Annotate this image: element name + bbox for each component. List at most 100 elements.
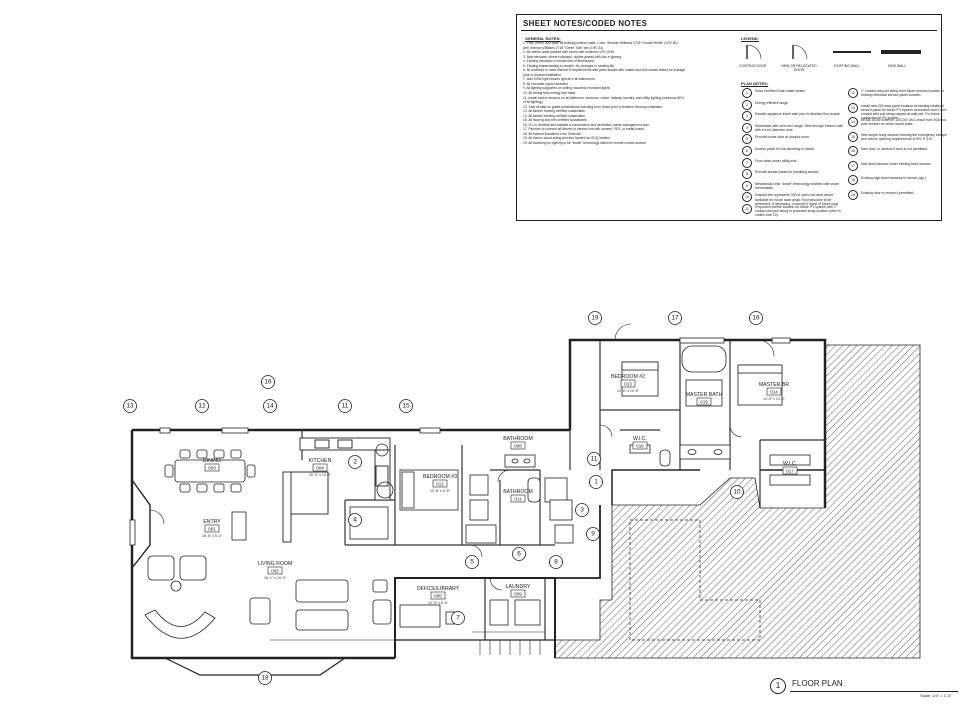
callout-4: 4: [348, 513, 362, 527]
solar-array-outline: [629, 519, 761, 641]
plan-note-number: 19: [848, 189, 858, 200]
legend-new-wall: NEW WALL: [888, 64, 906, 68]
general-note: 4. Existing windows to remain free of fi…: [523, 59, 595, 64]
general-notes-list: 1. Prep, prime, and paint all existing e…: [523, 41, 733, 146]
room-tag-box: [432, 479, 448, 488]
callout-number: 19: [591, 315, 599, 322]
north-wing-fixtures: [621, 345, 811, 486]
room-name: BATHROOM: [503, 436, 533, 442]
callout-7: 7: [451, 611, 465, 625]
plan-note-text: Provide louver door at laundry room.: [755, 135, 810, 140]
general-note: 19. All switching for lighting to be "sm…: [523, 141, 647, 146]
room-name: LIVING ROOM: [258, 561, 293, 567]
general-note: 18. All exterior insulation to be Greeni…: [523, 131, 582, 136]
plan-note-text: Access panel for tub plumbing in closet.: [755, 147, 815, 151]
sheet-notes-panel: SHEET NOTES/CODED NOTES GENERAL NOTES: 1…: [516, 14, 947, 221]
callout-16: 16: [261, 375, 275, 389]
title-rule: [521, 30, 937, 31]
room-tag-box: [766, 387, 782, 396]
plan-note-text: Proposed reverse location for future PV …: [755, 205, 841, 218]
plan-note-number: 4: [742, 122, 752, 133]
callout-6: 6: [512, 547, 526, 561]
room-dimension: 12'-0" x 10'-5": [617, 389, 640, 393]
drawing-title: FLOOR PLAN: [792, 679, 843, 688]
room-name: ENTRY: [203, 519, 221, 525]
plan-note-text: Provide access panel for plumbing access…: [755, 170, 820, 175]
general-note: 9. All lighting supported on ceiling mou…: [523, 86, 611, 91]
callout-11: 11: [338, 399, 352, 413]
callout-14: 14: [263, 399, 277, 413]
hatched-roof-area: [554, 344, 921, 659]
general-note: 15. All flooring and trim certified sust…: [523, 118, 588, 123]
living-room-furniture: [144, 555, 395, 641]
general-note: 11. Install motion sensors on all bathro…: [523, 95, 685, 100]
plan-note-text: New fixed window under existing fixed wi…: [861, 161, 932, 166]
plan-note-text: Floor drain under utility sink.: [755, 158, 798, 163]
callout-circle: [195, 399, 209, 413]
general-note: 2. All interior walls painted with color…: [523, 50, 616, 55]
callout-11: 11: [587, 452, 601, 466]
entry-bay-wall: [131, 479, 151, 569]
bathroom-fixtures: [465, 454, 574, 544]
room-tag: 015: [700, 400, 708, 405]
room-dimension: 13'-0" x 13'-0": [763, 397, 786, 401]
callout-number: 16: [264, 379, 272, 386]
callout-8: 8: [549, 555, 563, 569]
general-note: of all lighting).: [523, 100, 544, 105]
room-name: MASTER BATH: [686, 392, 723, 398]
callout-1: 1: [589, 475, 603, 489]
room-name: MASTER BR: [759, 382, 790, 388]
plan-note-text: Microwave with vent over range. Vent thr…: [755, 123, 843, 132]
plan-note-number: 13: [848, 102, 858, 113]
room-tag: 011: [514, 497, 522, 502]
plan-note-text: NEMA 14-50 outlet on 120-240 VAC circuit…: [861, 118, 947, 127]
room-dimension: 20'-0" x 10'-4": [309, 473, 332, 477]
room-name: OFFICE/LIBRARY: [417, 586, 460, 592]
callout-17: 17: [668, 311, 682, 325]
callout-circle: [451, 611, 465, 625]
callout-16: 16: [749, 311, 763, 325]
drawing-scale: Scale: 1/4" = 1'-0": [920, 693, 952, 698]
general-note: 16. GC to develop and institute a constr…: [523, 122, 650, 127]
general-note: 8. All hot water pipes insulated.: [523, 81, 569, 86]
callout-circle: [749, 311, 763, 325]
plan-note-number: 12: [848, 88, 858, 98]
room-tag: 001: [208, 527, 216, 532]
callout-number: 10: [733, 489, 741, 496]
room-name: LAUNDRY: [506, 584, 531, 590]
callout-number: 6: [517, 551, 521, 558]
stair: [472, 631, 545, 655]
room-label-wic: W.I.C.016: [632, 436, 648, 450]
callout-12: 12: [195, 399, 209, 413]
callout-number: 13: [126, 403, 134, 410]
callout-circle: [399, 399, 413, 413]
callout-number: 11: [591, 456, 598, 463]
callout-circle: [575, 503, 589, 517]
room-name: BATHROOM: [503, 489, 533, 495]
room-name: BEDROOM #3: [423, 474, 457, 480]
callout-number: 16: [752, 315, 760, 322]
living-bay-window: [164, 657, 346, 676]
plan-note-number: 9: [742, 180, 752, 191]
bedroom3-bed: [349, 469, 489, 540]
plan-note-text: Existing door to remain if permitted.: [861, 190, 915, 195]
entry-bench: [231, 511, 247, 541]
window-marks: [129, 337, 791, 546]
kitchen-swing: [375, 443, 389, 457]
existing-door-symbol: [746, 44, 762, 60]
